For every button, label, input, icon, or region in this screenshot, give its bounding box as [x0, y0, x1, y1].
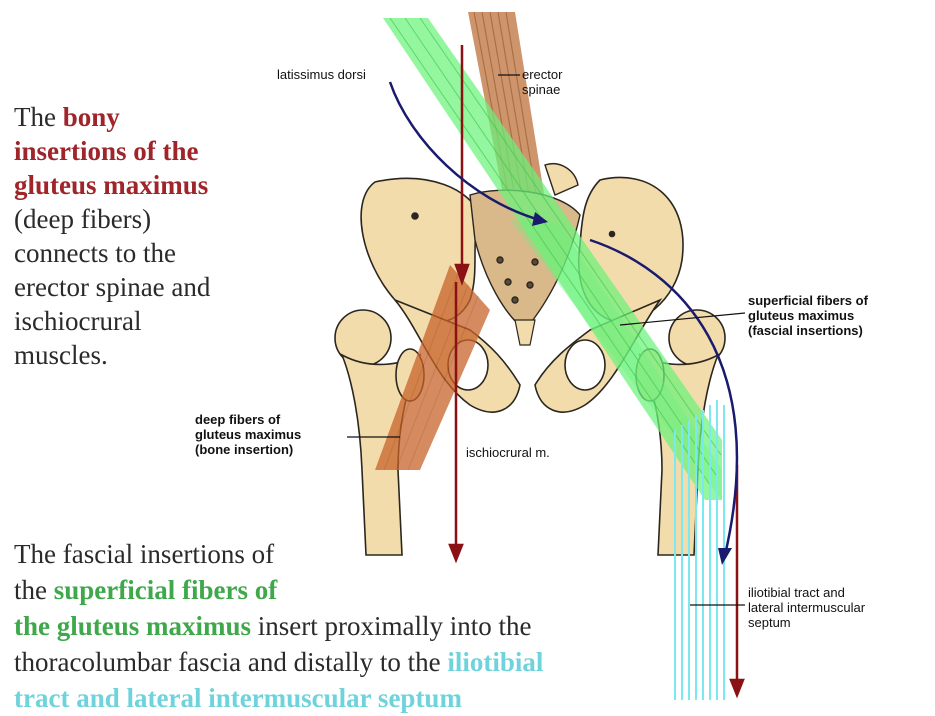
left-line8: muscles. — [14, 338, 210, 372]
label-iliotibial-tract: iliotibial tract and lateral intermuscul… — [748, 585, 865, 630]
label-deep-line1: deep fibers of — [195, 412, 301, 427]
left-line1-plain: The — [14, 102, 63, 132]
bottom-line2-plain: the — [14, 575, 54, 605]
left-line7: ischiocrural — [14, 304, 210, 338]
bottom-line3-em: the gluteus maximus — [14, 611, 251, 641]
left-line6: erector spinae and — [14, 270, 210, 304]
label-superficial-fibers: superficial fibers of gluteus maximus (f… — [748, 293, 868, 338]
bottom-line3-plain: insert proximally into the — [251, 611, 531, 641]
label-superficial-line2: gluteus maximus — [748, 308, 868, 323]
label-iliotibial-line2: lateral intermuscular — [748, 600, 865, 615]
label-erector-line1: erector — [522, 67, 562, 82]
left-line4: (deep fibers) — [14, 202, 210, 236]
left-line1-em: bony — [63, 102, 120, 132]
left-line3: gluteus maximus — [14, 168, 210, 202]
bottom-line1: The fascial insertions of — [14, 536, 543, 572]
left-paragraph: The bony insertions of the gluteus maxim… — [14, 100, 210, 372]
bottom-paragraph: The fascial insertions of the superficia… — [14, 536, 543, 716]
label-deep-line3: (bone insertion) — [195, 442, 301, 457]
label-ischiocrural: ischiocrural m. — [466, 445, 550, 460]
bottom-line4-plain: thoracolumbar fascia and distally to the — [14, 647, 447, 677]
coccyx — [515, 320, 535, 345]
label-deep-line2: gluteus maximus — [195, 427, 301, 442]
bottom-line5: tract and lateral intermuscular septum — [14, 680, 543, 716]
bottom-line4-em: iliotibial — [447, 647, 543, 677]
bottom-line2-em: superficial fibers of — [54, 575, 277, 605]
left-line5: connects to the — [14, 236, 210, 270]
label-latissimus-dorsi: latissimus dorsi — [277, 67, 366, 82]
label-iliotibial-line3: septum — [748, 615, 865, 630]
label-iliotibial-line1: iliotibial tract and — [748, 585, 865, 600]
label-superficial-line3: (fascial insertions) — [748, 323, 868, 338]
label-superficial-line1: superficial fibers of — [748, 293, 868, 308]
label-erector-spinae: erector spinae — [522, 67, 562, 97]
label-erector-line2: spinae — [522, 82, 562, 97]
left-line2: insertions of the — [14, 134, 210, 168]
label-deep-fibers: deep fibers of gluteus maximus (bone ins… — [195, 412, 301, 457]
